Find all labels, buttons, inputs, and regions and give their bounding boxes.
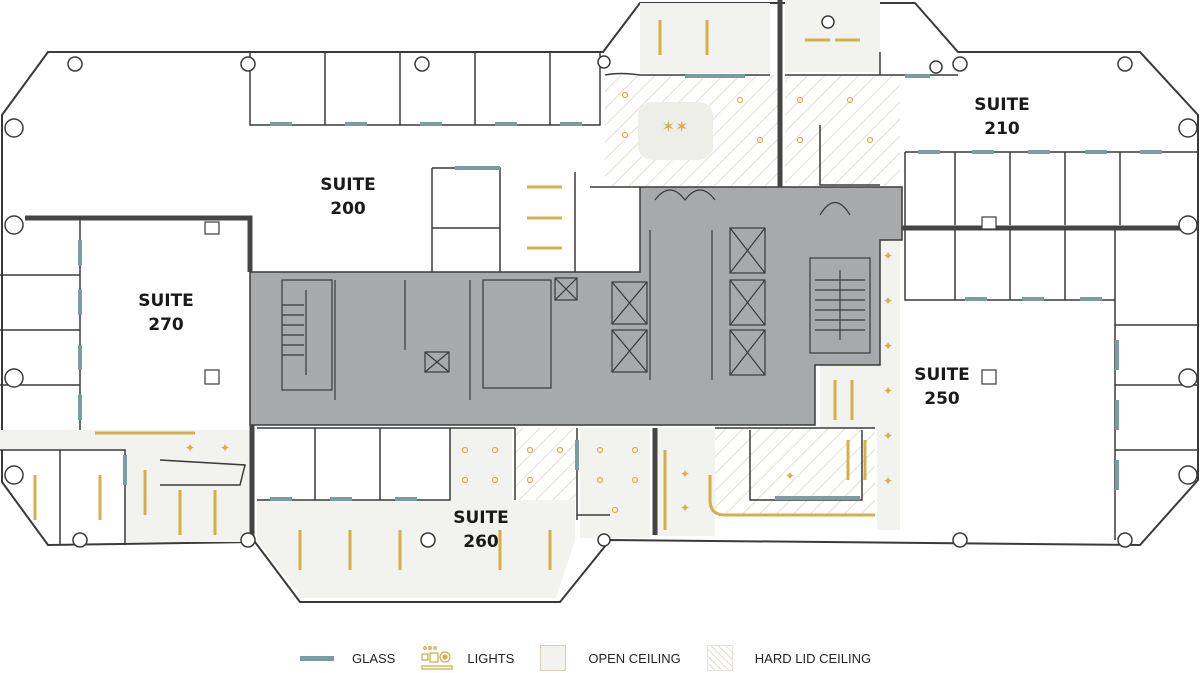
open-ceiling-swatch: [540, 645, 567, 671]
legend-lights-label: LIGHTS: [467, 650, 515, 666]
suite-250-line2: 250: [924, 389, 960, 409]
svg-text:✦: ✦: [680, 501, 690, 515]
svg-text:✦: ✦: [883, 339, 893, 353]
svg-text:✦: ✦: [883, 429, 893, 443]
suite-260-line1: SUITE: [453, 508, 509, 528]
demising-walls: [25, 0, 1198, 540]
light-downlights: [461, 91, 874, 514]
core-details: [281, 189, 871, 400]
light-sparkles: ✦ ✦ ✦ ✦ ✦ ✦ ✦ ✦ ✦ ✦ ✦ ✶✶: [185, 119, 893, 515]
suite-label-260: SUITE 260: [453, 508, 509, 552]
legend-open-ceiling-label: OPEN CEILING: [588, 650, 681, 666]
svg-text:✦: ✦: [883, 474, 893, 488]
suite-270-line1: SUITE: [138, 291, 194, 311]
legend-glass-label: GLASS: [352, 650, 396, 666]
svg-text:✦: ✦: [680, 467, 690, 481]
legend-open-ceiling: OPEN CEILING: [540, 645, 681, 671]
hard-lid-ceiling-swatch: [706, 645, 733, 671]
svg-text:✦: ✦: [785, 469, 795, 483]
light-fixtures: [33, 20, 875, 570]
suite-label-270: SUITE 270: [138, 291, 194, 335]
suite-270-line2: 270: [148, 315, 184, 335]
lights-icon: [421, 646, 454, 670]
legend-glass: GLASS: [300, 651, 395, 666]
suite-label-210: SUITE 210: [974, 95, 1030, 139]
svg-text:✶✶: ✶✶: [662, 119, 689, 136]
columns: [4, 15, 1198, 548]
lobby-feature: [638, 102, 713, 160]
svg-text:✦: ✦: [220, 441, 230, 455]
building-core: [249, 186, 903, 426]
svg-text:✦: ✦: [883, 294, 893, 308]
glass-swatch: [300, 655, 334, 661]
small-squares: [204, 216, 997, 385]
legend: GLASS LIGHTS OPEN CEILING HARD LID CEILI…: [300, 645, 897, 671]
suite-200-line2: 200: [330, 199, 366, 219]
suite-label-200: SUITE 200: [320, 175, 376, 219]
suite-210-line1: SUITE: [974, 95, 1030, 115]
svg-text:✦: ✦: [185, 441, 195, 455]
suite-260-line2: 260: [463, 532, 499, 552]
suite-250-line1: SUITE: [914, 365, 970, 385]
suite-200-line1: SUITE: [320, 175, 376, 195]
suite-label-250: SUITE 250: [914, 365, 970, 409]
glass-segments: [78, 74, 1162, 501]
walls: [0, 52, 1198, 545]
legend-hard-lid-ceiling: HARD LID CEILING: [706, 645, 872, 671]
legend-lights: LIGHTS: [421, 645, 514, 671]
svg-text:✦: ✦: [883, 384, 893, 398]
legend-hard-lid-ceiling-label: HARD LID CEILING: [754, 650, 872, 666]
svg-text:✦: ✦: [883, 249, 893, 263]
suite-210-line2: 210: [984, 119, 1020, 139]
